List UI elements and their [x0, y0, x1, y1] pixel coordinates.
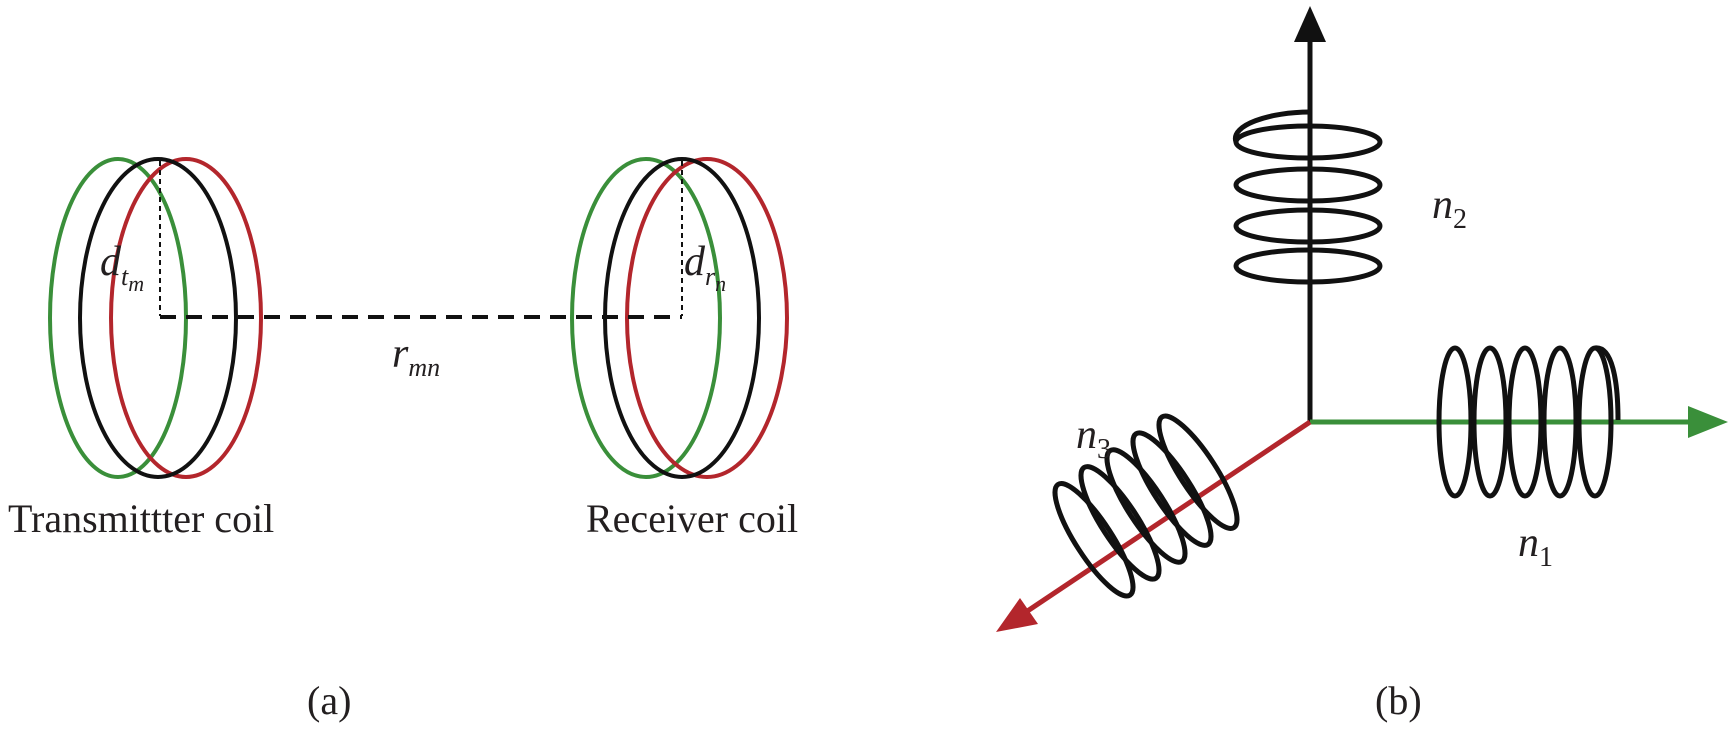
transmitter-coil — [48, 157, 263, 479]
receiver-loop-red — [625, 157, 789, 479]
label-r-mn: rmn — [392, 331, 440, 382]
solenoid-n1 — [1436, 345, 1621, 499]
axis-horizontal-arrowhead — [1688, 406, 1728, 438]
transmitter-loop-black — [78, 157, 238, 479]
label-n3: n3 — [1076, 412, 1111, 465]
panel-a: dtm drn rmn Transmittter coil Receiver c… — [8, 157, 798, 723]
receiver-coil — [570, 157, 789, 479]
panel-a-label: (a) — [307, 678, 351, 723]
receiver-caption: Receiver coil — [586, 496, 798, 541]
transmitter-loop-red — [109, 157, 263, 479]
label-n2: n2 — [1432, 182, 1467, 235]
label-n1: n1 — [1518, 520, 1553, 573]
label-d-t: dtm — [100, 239, 144, 296]
solenoid-n3 — [1052, 413, 1240, 599]
receiver-loop-green — [570, 157, 722, 479]
panel-b-label: (b) — [1375, 678, 1422, 723]
solenoid-n2 — [1232, 109, 1383, 285]
axis-diagonal-arrowhead — [996, 598, 1038, 632]
transmitter-caption: Transmittter coil — [8, 496, 274, 541]
label-d-r: drn — [684, 239, 726, 296]
panel-b: n2 n1 n3 (b) — [996, 6, 1728, 723]
axis-vertical-arrowhead — [1294, 6, 1326, 42]
